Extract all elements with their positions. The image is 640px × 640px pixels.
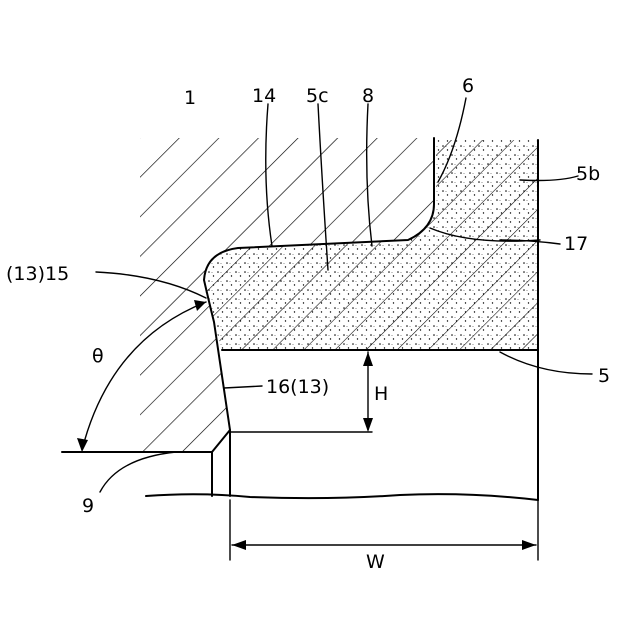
label-17: 17 — [564, 233, 588, 255]
w-arrow-right — [522, 540, 536, 550]
label-w: W — [366, 551, 385, 573]
label-14: 14 — [252, 85, 276, 107]
label-5c: 5c — [306, 85, 329, 107]
label-13-15: (13)15 — [6, 263, 69, 285]
leader-9 — [100, 452, 176, 492]
label-theta: θ — [92, 345, 104, 367]
bore-bottom-break — [146, 494, 538, 500]
w-arrow-left — [232, 540, 246, 550]
label-h: H — [374, 383, 388, 405]
theta-arrow-bottom — [77, 438, 88, 452]
label-9: 9 — [82, 495, 94, 517]
h-arrow-top — [363, 352, 373, 366]
h-arrow-bottom — [363, 418, 373, 432]
label-5: 5 — [598, 365, 610, 387]
leader-5 — [500, 352, 592, 374]
label-8: 8 — [362, 85, 374, 107]
label-5b: 5b — [576, 163, 600, 185]
label-housing-1: 1 — [184, 87, 196, 109]
label-6: 6 — [462, 75, 474, 97]
leader-16-13 — [224, 386, 262, 388]
label-16-13: 16(13) — [266, 376, 329, 398]
